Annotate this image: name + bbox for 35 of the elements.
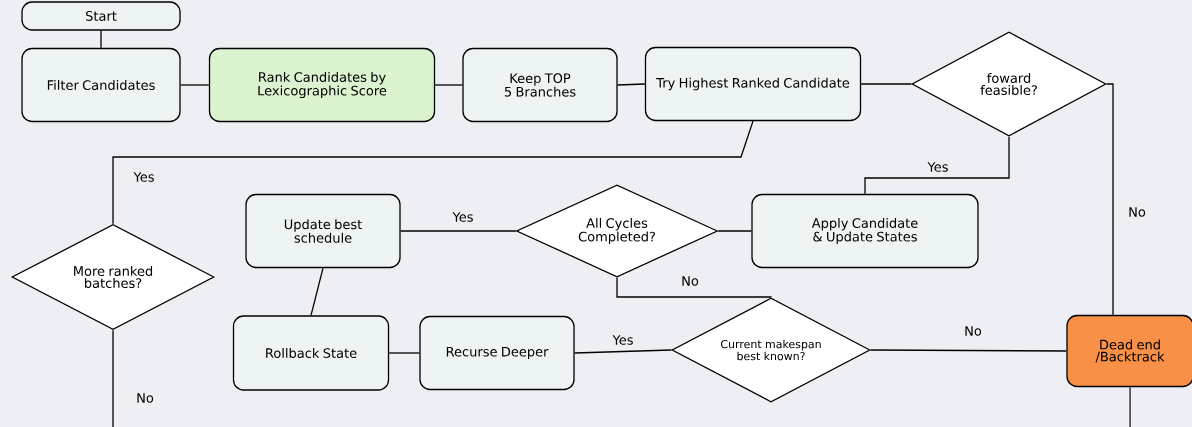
connector-line xyxy=(864,136,1010,195)
process-box: Rollback State xyxy=(232,315,390,391)
connector-line xyxy=(1106,83,1114,316)
edge-label: Yes xyxy=(132,171,156,183)
connector-line xyxy=(870,349,1067,352)
exit-line xyxy=(1129,386,1131,427)
connector-line xyxy=(617,83,646,86)
connector-line xyxy=(388,352,420,354)
edge-label: No xyxy=(1127,206,1147,218)
end-box: Dead end /Backtrack xyxy=(1066,314,1192,388)
edge-label: No xyxy=(680,275,700,287)
process-box: Rank Candidates by Lexicographic Score xyxy=(208,47,436,123)
edge-label: Yes xyxy=(611,334,635,346)
process-box: Apply Candidate & Update States xyxy=(751,193,979,269)
connector-line xyxy=(434,84,463,86)
connector-line xyxy=(180,84,210,86)
edge-label: No xyxy=(963,325,983,337)
connector-line xyxy=(400,230,517,232)
connector-line xyxy=(112,120,754,225)
connector-line xyxy=(100,30,102,49)
connector-line xyxy=(574,349,672,354)
connector-line xyxy=(860,83,912,85)
connector-line xyxy=(616,277,772,298)
exit-line xyxy=(112,329,114,427)
process-box: Filter Candidates xyxy=(21,47,181,123)
process-box: Keep TOP 5 Branches xyxy=(462,47,618,123)
connector-line xyxy=(310,267,324,316)
process-box: Recurse Deeper xyxy=(419,315,575,391)
edge-label: No xyxy=(135,392,155,404)
edge-label: Yes xyxy=(926,161,950,173)
connector-line xyxy=(717,230,752,232)
start-box: Start xyxy=(21,1,181,31)
edge-label: Yes xyxy=(451,211,475,223)
process-box: Update best schedule xyxy=(245,193,401,269)
process-box: Try Highest Ranked Candidate xyxy=(644,46,862,122)
